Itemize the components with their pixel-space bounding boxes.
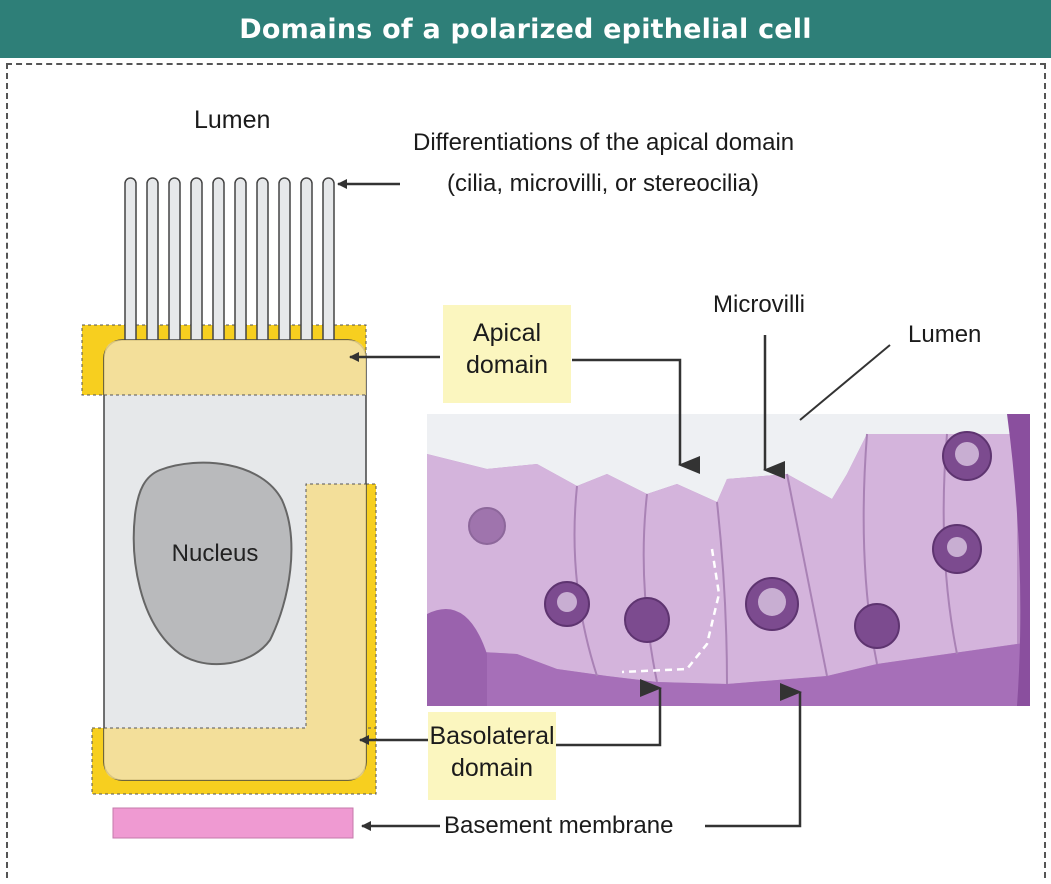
microvilli-label: Microvilli (713, 290, 805, 320)
apical-callout-line2: domain (443, 349, 571, 381)
basement-membrane-label: Basement membrane (444, 811, 673, 841)
lumen-right-label: Lumen (908, 320, 981, 350)
apical-callout-line1: Apical (443, 317, 571, 349)
basolateral-micrograph-arrow (556, 688, 660, 745)
lumen-pointer (800, 345, 890, 420)
basolateral-domain-callout: Basolateral domain (428, 712, 556, 800)
basement-micrograph-arrow (705, 692, 800, 826)
basolateral-callout-line2: domain (428, 752, 556, 784)
apical-micrograph-arrow (572, 360, 680, 465)
differentiations-label-line2: (cilia, microvilli, or stereocilia) (447, 169, 759, 199)
differentiations-label-line1: Differentiations of the apical domain (413, 128, 794, 158)
basolateral-callout-line1: Basolateral (428, 720, 556, 752)
lumen-top-label: Lumen (194, 105, 270, 135)
apical-domain-callout: Apical domain (443, 305, 571, 403)
nucleus-label: Nucleus (140, 540, 290, 568)
